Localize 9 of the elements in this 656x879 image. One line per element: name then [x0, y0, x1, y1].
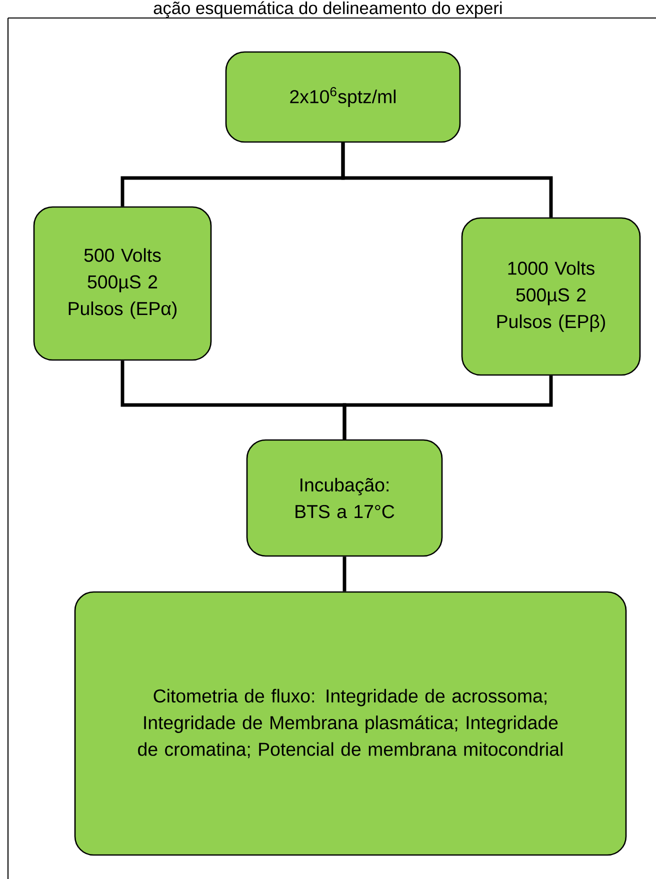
title: ação esquemática do delineamento do experi	[154, 1, 502, 18]
connector	[341, 142, 553, 218]
connector	[342, 376, 553, 440]
process-box: 1000 Volts 500µS 2 Pulsos (EPβ)	[461, 217, 641, 376]
connector	[342, 556, 346, 592]
process-box: 500 Volts 500µS 2 Pulsos (EPα)	[33, 206, 212, 361]
process-box: 2x10$^{6}$sptz/ml	[225, 51, 461, 143]
process-box: Incubação: BTS a 17°C	[246, 439, 443, 557]
process-box: Citometria de fluxo: Integridade de acrossoma; Integridade de Membrana plasmática; Integridade de cromatina; Potencial de membrana mitocondrial	[74, 591, 627, 856]
